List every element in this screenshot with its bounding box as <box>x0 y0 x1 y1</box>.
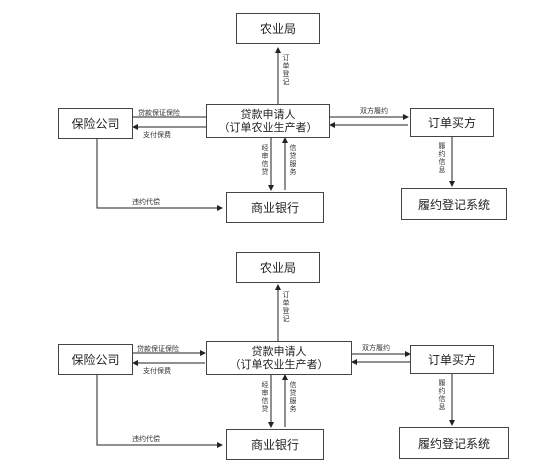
label-credit-service: 信贷服务 <box>289 381 297 413</box>
label-pay-premium: 支付保费 <box>143 131 171 139</box>
label-mutual-fulfill: 双方履约 <box>360 107 388 115</box>
flow-diagram-bottom: 农业局 贷款申请人 （订单农业生产者） 保险公司 订单买方 履约登记系统 商业银… <box>0 237 554 473</box>
node-bank: 商业银行 <box>226 429 324 460</box>
node-bank: 商业银行 <box>226 192 324 223</box>
label-fulfill-info: 履约信息 <box>438 379 446 411</box>
node-order-buyer: 订单买方 <box>410 108 494 137</box>
node-registry: 履约登记系统 <box>401 188 507 220</box>
label-order-register: 订单登记 <box>282 54 290 86</box>
label-loan-guarantee: 贷款保证保险 <box>138 109 180 117</box>
node-loan-applicant: 贷款申请人 （订单农业生产者） <box>206 104 330 138</box>
label-credit-service: 信贷服务 <box>289 144 297 176</box>
label-default-compensate: 违约代偿 <box>132 198 160 206</box>
node-order-buyer: 订单买方 <box>410 345 494 374</box>
diagram-connectors <box>96 284 455 448</box>
label-pay-premium: 支付保费 <box>143 367 171 375</box>
node-agri-bureau: 农业局 <box>236 13 320 44</box>
node-loan-applicant: 贷款申请人 （订单农业生产者） <box>206 341 352 375</box>
label-fulfill-info: 履约信息 <box>438 142 446 174</box>
flow-diagram-top: 农业局 贷款申请人 （订单农业生产者） 保险公司 订单买方 履约登记系统 商业银… <box>0 0 554 236</box>
label-default-compensate: 违约代偿 <box>132 435 160 443</box>
node-insurance: 保险公司 <box>58 108 133 139</box>
arrow-default-compensate <box>96 139 223 211</box>
label-order-register: 订单登记 <box>282 291 290 323</box>
node-insurance: 保险公司 <box>58 344 133 375</box>
arrow-default-compensate <box>96 375 223 448</box>
node-agri-bureau: 农业局 <box>236 252 320 283</box>
label-mutual-fulfill: 双方履约 <box>362 344 390 352</box>
label-credit-extend: 经审信贷 <box>261 381 269 413</box>
label-credit-extend: 经审信贷 <box>261 144 269 176</box>
node-registry: 履约登记系统 <box>399 427 509 459</box>
label-loan-guarantee: 贷款保证保险 <box>137 345 179 353</box>
